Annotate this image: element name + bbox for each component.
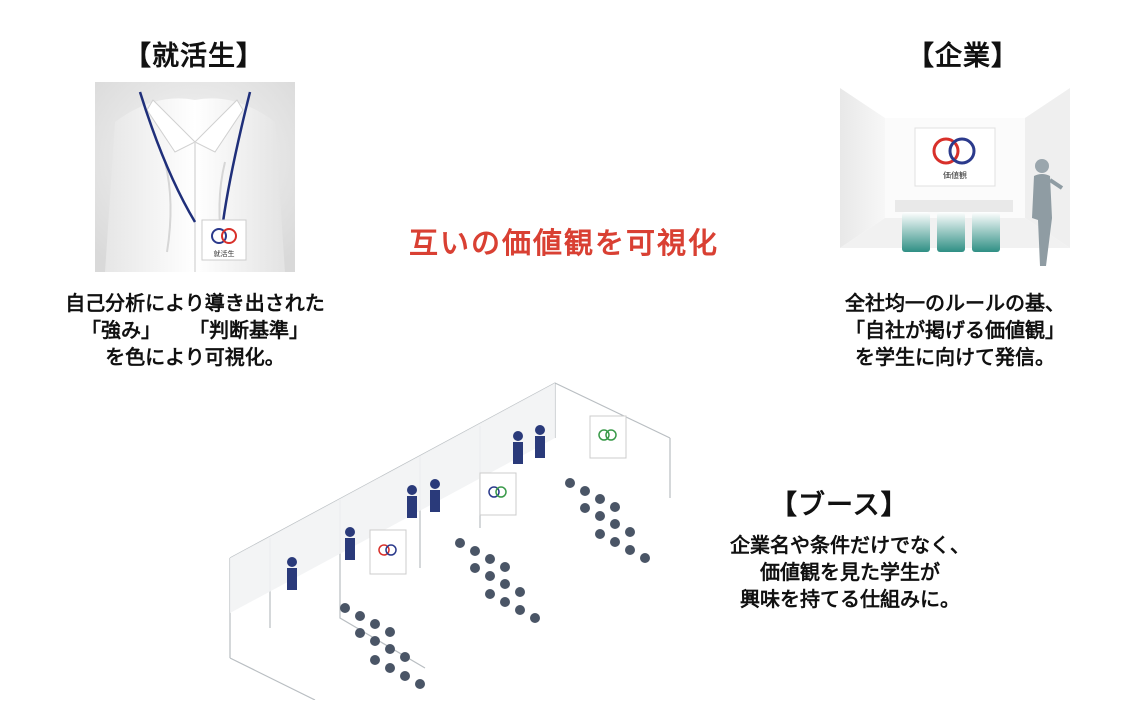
booth-desc-line3: 興味を持てる仕組みに。 — [740, 587, 960, 611]
student-shirt-illustration: 就活生 — [95, 82, 295, 272]
badge-label: 就活生 — [214, 249, 235, 258]
booth-logo-panels — [369, 415, 627, 575]
company-booth-illustration: 価値観 — [840, 88, 1070, 266]
booth-desc-line1: 企業名や条件だけでなく、 — [730, 533, 970, 557]
strength-label: 「強み」 — [81, 318, 161, 342]
booth-hall-illustration — [229, 382, 671, 700]
company-desc-line3: を学生に向けて発信。 — [855, 345, 1055, 369]
criteria-label: 「判断基準」 — [199, 318, 309, 342]
student-desc-line1: 自己分析により導き出された — [65, 291, 325, 315]
booth-description: 企業名や条件だけでなく、 価値観を見た学生が 興味を持てる仕組みに。 — [690, 532, 1010, 613]
company-desc-line2: 「自社が掲げる価値観」 — [845, 318, 1065, 342]
company-desc-line1: 全社均一のルールの基、 — [845, 291, 1065, 315]
student-description: 自己分析により導き出された 「強み」 「判断基準」 を色により可視化。 — [0, 290, 390, 371]
booth-desc-line2: 価値観を見た学生が — [760, 560, 940, 584]
company-sign-label: 価値観 — [943, 170, 967, 180]
company-description: 全社均一のルールの基、 「自社が掲げる価値観」 を学生に向けて発信。 — [785, 290, 1125, 371]
student-heading: 【就活生】 — [124, 41, 264, 72]
student-desc-line3: を色により可視化。 — [105, 345, 285, 369]
company-heading: 【企業】 — [907, 41, 1019, 72]
student-desc-line2: 「強み」 「判断基準」 — [0, 317, 390, 344]
center-title: 互いの価値観を可視化 — [409, 226, 720, 260]
booth-heading: 【ブース】 — [770, 490, 909, 521]
